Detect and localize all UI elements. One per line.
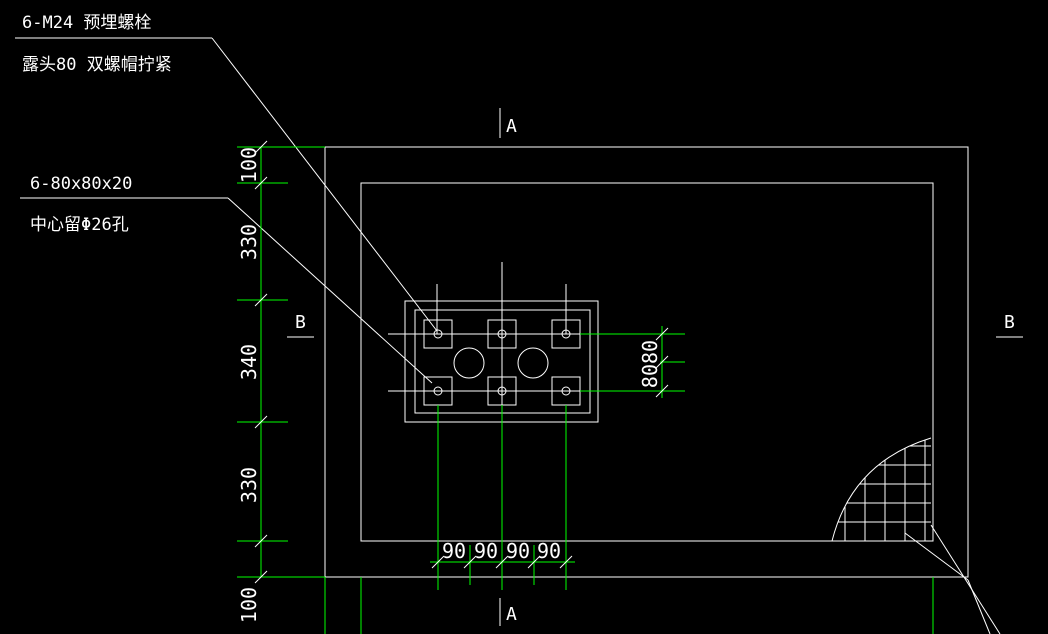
vertical-dim-340: 340	[237, 344, 261, 380]
bolt-hole-top-right	[561, 329, 571, 339]
vertical-tick-3	[254, 293, 268, 307]
section-a-bottom-label: A	[506, 604, 517, 625]
section-mark-a-top: A	[499, 108, 517, 138]
plate-note-text: 中心留Φ26孔	[30, 215, 129, 235]
plate-spacing-text: 8080	[638, 340, 662, 388]
bolt-hole-bottom-left	[433, 386, 443, 396]
horizontal-tick-5	[559, 555, 573, 569]
bolt-holes	[433, 329, 571, 396]
plate-leader-line	[227, 197, 433, 384]
grout-hole-left	[453, 347, 485, 379]
mesh-leader-1	[930, 524, 1001, 634]
rebar-mesh-detail	[831, 437, 1001, 634]
section-a-top-label: A	[506, 116, 517, 137]
bolt-title-text: 6-M24 预埋螺栓	[22, 13, 151, 33]
vertical-tick-4	[254, 415, 268, 429]
section-mark-b-left: B	[287, 312, 314, 338]
bolt-hole-top-middle	[497, 329, 507, 339]
plate-spacing-dimension: 8080	[580, 326, 685, 398]
mesh-break-curve	[831, 437, 932, 542]
horizontal-tick-3	[495, 555, 509, 569]
bolt-hole-bottom-middle	[497, 386, 507, 396]
bolt-annotation: 6-M24 预埋螺栓 露头80 双螺帽拧紧	[15, 13, 438, 332]
horizontal-tick-4	[527, 555, 541, 569]
vertical-tick-2	[254, 176, 268, 190]
spacing-tick-3	[655, 384, 669, 398]
plate-title-text: 6-80x80x20	[30, 174, 132, 194]
section-mark-a-bottom: A	[499, 598, 517, 626]
horizontal-dim-90-2: 90	[474, 539, 498, 563]
horizontal-tick-1	[431, 555, 445, 569]
vertical-dim-100-top: 100	[237, 147, 261, 183]
grout-hole-right	[517, 347, 549, 379]
section-mark-b-right: B	[996, 312, 1023, 338]
section-b-right-label: B	[1004, 312, 1015, 333]
vertical-dim-100-bottom: 100	[237, 587, 261, 623]
section-b-left-label: B	[295, 312, 306, 333]
foundation-outer-outline	[324, 146, 969, 578]
vertical-tick-5	[254, 534, 268, 548]
washer-top-left	[423, 319, 453, 349]
bolt-note-text: 露头80 双螺帽拧紧	[22, 55, 172, 75]
vertical-dim-330-lower: 330	[237, 467, 261, 503]
horizontal-tick-2	[463, 555, 477, 569]
mesh-grid	[832, 438, 931, 541]
vertical-tick-1	[254, 140, 268, 154]
washer-top-middle	[487, 319, 517, 349]
plate-annotation: 6-80x80x20 中心留Φ26孔	[20, 174, 433, 384]
base-plate-assembly	[388, 262, 623, 448]
horizontal-dim-90-4: 90	[537, 539, 561, 563]
mesh-leader-2b	[967, 579, 991, 634]
horizontal-dim-90-3: 90	[506, 539, 530, 563]
spacing-tick-1	[655, 327, 669, 341]
horizontal-dimension-chain: 90 90 90 90	[430, 405, 575, 590]
mesh-leader-2a	[904, 532, 969, 581]
spacing-tick-2	[655, 355, 669, 369]
foundation-inner-outline	[360, 182, 934, 542]
vertical-dim-330-upper: 330	[237, 224, 261, 260]
bolt-hole-top-left	[433, 329, 443, 339]
vertical-tick-6	[254, 570, 268, 584]
horizontal-dim-90-1: 90	[442, 539, 466, 563]
bolt-hole-bottom-right	[561, 386, 571, 396]
vertical-dimension-chain: 100 330 340 330 100	[237, 140, 325, 623]
